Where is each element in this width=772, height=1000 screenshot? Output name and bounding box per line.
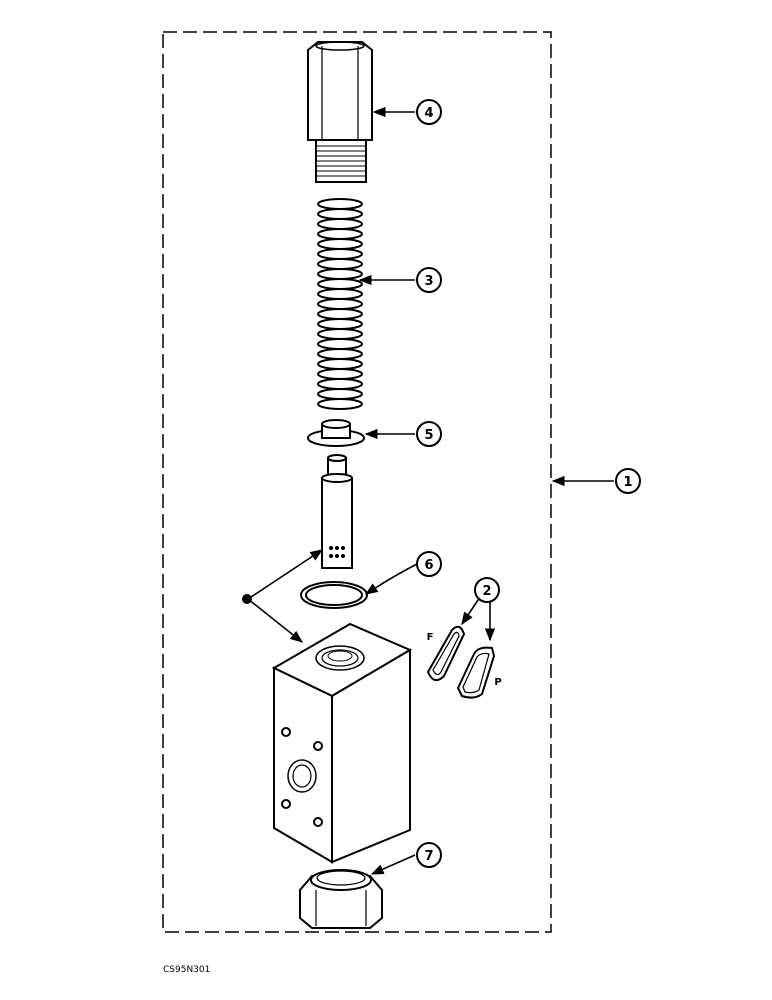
callout-5-label: 5 bbox=[424, 428, 433, 443]
callout-2: 2 bbox=[474, 577, 500, 603]
callout-7-label: 7 bbox=[424, 849, 433, 864]
drawing-code: CS95N301 bbox=[163, 965, 210, 975]
spring-part bbox=[317, 198, 363, 410]
callout-4: 4 bbox=[416, 99, 442, 125]
port-label-p: P bbox=[494, 677, 501, 688]
o-ring-part bbox=[300, 581, 368, 609]
valve-body-part bbox=[271, 622, 413, 864]
seal-p-part bbox=[456, 646, 496, 699]
seal-f-part bbox=[426, 625, 466, 682]
spool-part bbox=[321, 454, 353, 569]
callout-3: 3 bbox=[416, 267, 442, 293]
callout-6: 6 bbox=[416, 551, 442, 577]
callout-5: 5 bbox=[416, 421, 442, 447]
port-label-f: F bbox=[427, 632, 434, 643]
callout-2-label: 2 bbox=[482, 584, 491, 599]
plug-part bbox=[307, 41, 373, 183]
callout-4-label: 4 bbox=[424, 106, 433, 121]
cap-part bbox=[299, 869, 383, 929]
assembly-boundary bbox=[162, 31, 552, 933]
callout-1-label: 1 bbox=[623, 475, 632, 490]
callout-1: 1 bbox=[615, 468, 641, 494]
callout-3-label: 3 bbox=[424, 274, 433, 289]
common-pointer-dot bbox=[242, 594, 252, 604]
callout-6-label: 6 bbox=[424, 558, 433, 573]
leader-lines bbox=[247, 106, 614, 875]
seat-part bbox=[307, 419, 365, 447]
callout-7: 7 bbox=[416, 842, 442, 868]
